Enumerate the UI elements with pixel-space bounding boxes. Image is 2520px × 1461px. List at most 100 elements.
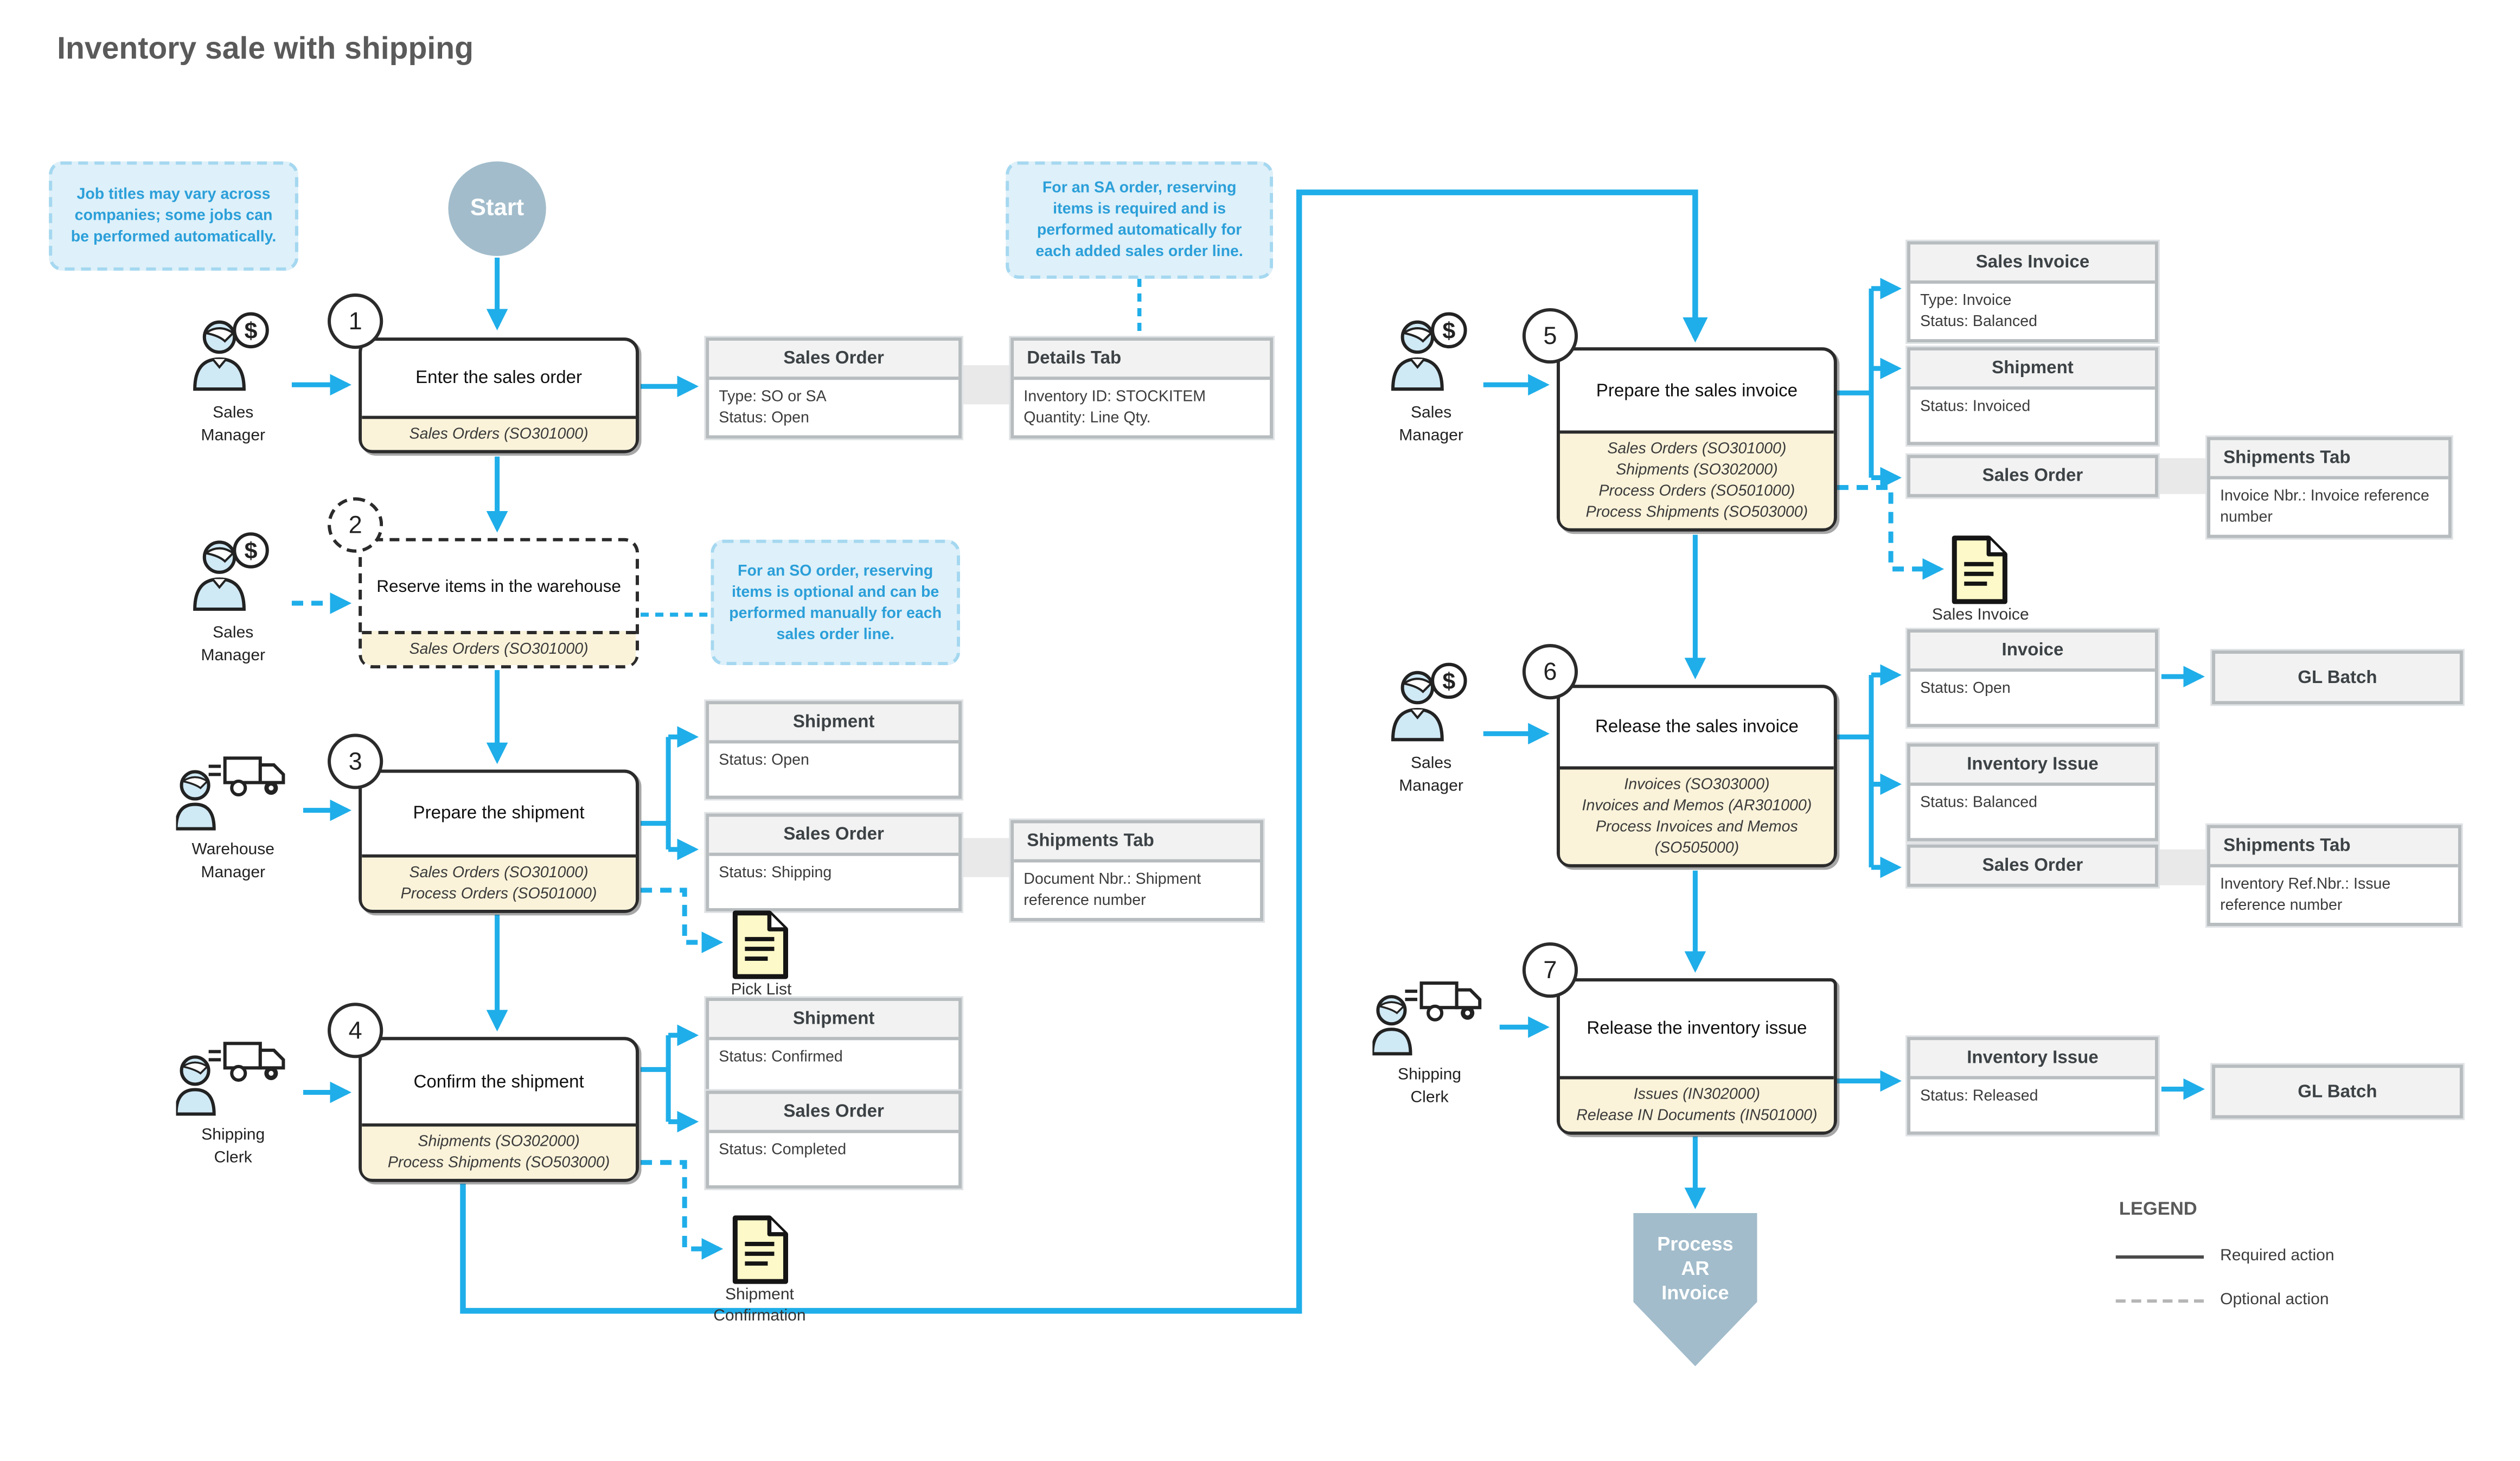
entity-shipment-4: Shipment Status: Confirmed — [706, 998, 962, 1096]
entity-title: Details Tab — [1014, 341, 1270, 380]
step6-label: Release the sales invoice — [1595, 717, 1799, 737]
screen-ref: Sales Orders (SO301000) — [409, 425, 589, 444]
screen-ref: Release IN Documents (IN501000) — [1576, 1107, 1818, 1125]
entity-title: Shipment — [1910, 350, 2155, 390]
step7-process-release-inventory-issue: Release the inventory issue Issues (IN30… — [1556, 978, 1837, 1135]
entity-title: Sales Order — [709, 1094, 959, 1133]
screen-ref: Process Orders (SO501000) — [1598, 482, 1795, 501]
person-truck-icon — [1371, 975, 1486, 1064]
actor-label: Manager — [201, 646, 266, 665]
entity-line: Invoice Nbr.: Invoice reference number — [2220, 487, 2429, 527]
actor-label: Clerk — [214, 1149, 252, 1167]
band-salesorder5-shipmentstab — [2154, 458, 2208, 494]
legend-required-label: Required action — [2220, 1247, 2334, 1266]
arrow-step3-to-picklist-optional — [641, 888, 724, 953]
note-job-titles: Job titles may vary across companies; so… — [49, 161, 298, 271]
band-salesorder1-detailstab — [960, 365, 1011, 405]
entity-line: Status: Balanced — [1920, 312, 2037, 331]
svg-text:$: $ — [245, 318, 258, 344]
entity-line: Status: Balanced — [1920, 794, 2037, 812]
screen-ref: Invoices (SO303000) — [1624, 776, 1770, 794]
step2-number: 2 — [328, 497, 383, 553]
entity-shipments-tab-3: Shipments Tab Document Nbr.: Shipment re… — [1010, 820, 1264, 921]
step5-screens: Sales Orders (SO301000) Shipments (SO302… — [1559, 430, 1834, 528]
entity-line: Status: Invoiced — [1920, 398, 2031, 416]
step4-label: Confirm the shipment — [413, 1071, 584, 1092]
entity-line: Status: Completed — [719, 1141, 847, 1159]
legend-optional-label: Optional action — [2220, 1291, 2329, 1310]
step5-process-prepare-sales-invoice: Prepare the sales invoice Sales Orders (… — [1556, 347, 1837, 532]
start-terminator: Start — [448, 161, 546, 256]
entity-sales-order-5: Sales Order — [1907, 455, 2158, 497]
actor-sales-manager-step2: $ Sales Manager — [171, 530, 295, 667]
entity-line: Inventory Ref.Nbr.: Issue reference numb… — [2220, 875, 2391, 915]
entity-title: Sales Order — [1910, 458, 2155, 494]
actor-label: Sales — [1410, 755, 1452, 773]
svg-text:$: $ — [1442, 668, 1455, 694]
band-salesorder6-shipmentstab — [2154, 849, 2208, 885]
entity-title: Invoice — [1910, 633, 2155, 672]
entity-title: Shipments Tab — [2210, 828, 2458, 867]
actor-label: Sales — [1410, 404, 1452, 423]
arrow-step4-to-step5-loop — [460, 189, 1708, 1314]
entity-line: Status: Released — [1920, 1087, 2038, 1106]
entity-title: Shipment — [709, 1001, 959, 1041]
actor-label: Sales — [213, 404, 254, 423]
pick-list-label: Pick List — [731, 981, 792, 1000]
entity-sales-order-4: Sales Order Status: Completed — [706, 1090, 962, 1189]
actor-label: Manager — [201, 426, 266, 444]
entity-title: Sales Order — [709, 816, 959, 856]
step3-label: Prepare the shipment — [413, 803, 585, 824]
entity-title: Inventory Issue — [1910, 747, 2155, 786]
entity-shipments-tab-6: Shipments Tab Inventory Ref.Nbr.: Issue … — [2207, 825, 2461, 926]
entity-line: Type: SO or SA — [719, 388, 827, 406]
actor-shipping-clerk-step7: Shipping Clerk — [1356, 975, 1502, 1108]
actor-label: Manager — [1399, 776, 1463, 795]
screen-ref: Issues (IN302000) — [1633, 1086, 1761, 1104]
arrow-step4-to-shipmentconfirmation-optional — [641, 1160, 724, 1260]
screen-ref: Process Shipments (SO503000) — [1585, 503, 1808, 522]
entity-sales-order-6: Sales Order — [1907, 844, 2158, 887]
entity-invoice-6: Invoice Status: Open — [1907, 629, 2158, 728]
screen-ref: Sales Orders (SO301000) — [1607, 440, 1787, 458]
legend-optional-line — [2115, 1299, 2204, 1303]
entity-line: Status: Open — [719, 409, 809, 428]
entity-line: Inventory ID: STOCKITEM — [1024, 388, 1206, 406]
actor-label: Sales — [213, 624, 254, 643]
screen-ref: Sales Orders (SO301000) — [409, 864, 589, 882]
step4-screens: Shipments (SO302000) Process Shipments (… — [362, 1123, 636, 1179]
actor-label: Clerk — [1410, 1088, 1449, 1107]
legend-required-line — [2115, 1255, 2204, 1259]
screen-ref: Sales Orders (SO301000) — [409, 641, 589, 659]
arrow-step5-to-salesinvoicedoc-optional — [1837, 485, 1945, 580]
step3-screens: Sales Orders (SO301000) Process Orders (… — [362, 854, 636, 910]
step2-process-reserve-items: Reserve items in the warehouse Sales Ord… — [359, 538, 639, 669]
step4-process-confirm-shipment: Confirm the shipment Shipments (SO302000… — [359, 1037, 639, 1182]
entity-sales-invoice-5: Sales Invoice Type: Invoice Status: Bala… — [1907, 241, 2158, 343]
actor-label: Warehouse — [191, 841, 275, 859]
entity-line: Status: Shipping — [719, 864, 832, 882]
screen-ref: Process Orders (SO501000) — [400, 885, 597, 903]
screen-ref: Process Shipments (SO503000) — [387, 1154, 610, 1172]
step7-label: Release the inventory issue — [1587, 1019, 1807, 1039]
entity-line: Quantity: Line Qty. — [1024, 409, 1151, 428]
step3-process-prepare-shipment: Prepare the shipment Sales Orders (SO301… — [359, 769, 639, 913]
note-so-order: For an SO order, reserving items is opti… — [711, 539, 961, 666]
entity-title: Inventory Issue — [1910, 1040, 2155, 1080]
step5-label: Prepare the sales invoice — [1596, 380, 1798, 400]
step2-screens: Sales Orders (SO301000) — [362, 631, 636, 666]
step1-label: Enter the sales order — [415, 368, 583, 388]
entity-line: Status: Open — [719, 751, 809, 770]
step7-number: 7 — [1522, 942, 1578, 998]
step6-screens: Invoices (SO303000) Invoices and Memos (… — [1559, 766, 1834, 864]
entity-title: Sales Invoice — [1910, 244, 2155, 284]
screen-ref: Shipments (SO302000) — [418, 1133, 580, 1151]
sales-manager-icon: $ — [189, 530, 277, 623]
shipment-confirmation-document-icon — [730, 1213, 790, 1294]
entity-line: Status: Open — [1920, 680, 2011, 698]
person-truck-icon — [174, 1035, 290, 1125]
entity-line: Document Nbr.: Shipment reference number — [1024, 870, 1201, 910]
screen-ref: Shipments (SO302000) — [1616, 461, 1778, 480]
